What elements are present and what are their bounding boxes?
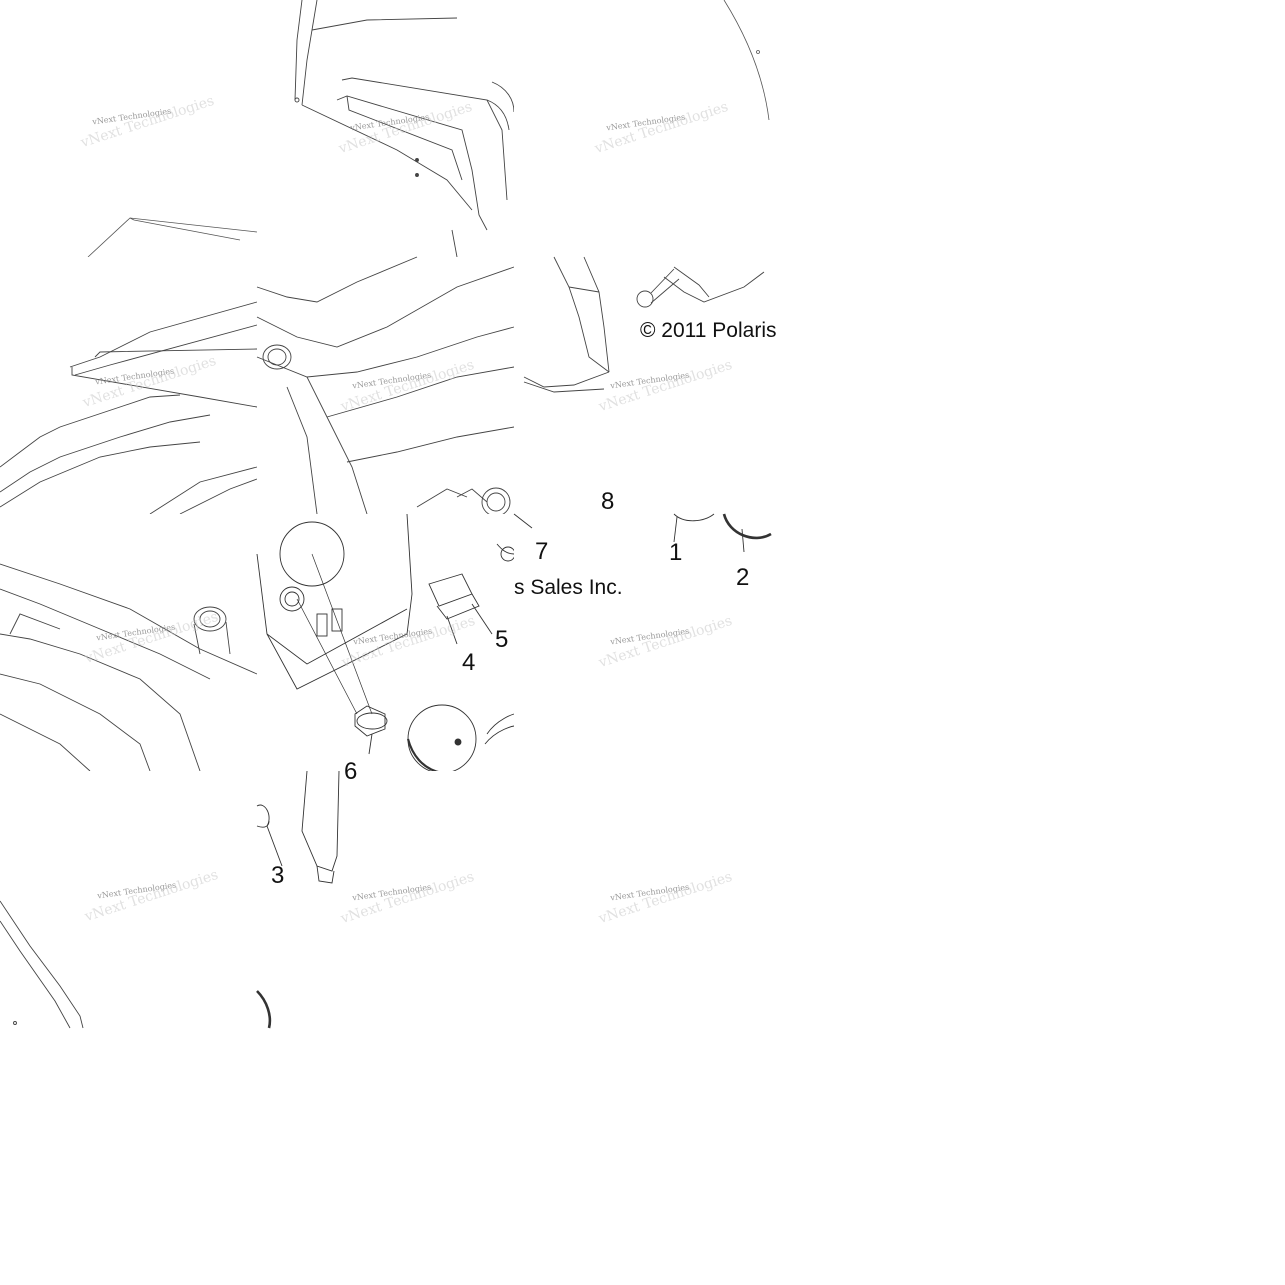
dash-left-drawing	[0, 301, 258, 515]
tile-r0c0	[0, 0, 258, 258]
panel-corner-drawing	[0, 900, 84, 1029]
tile-r1c1	[256, 256, 515, 517]
tile-r0c0-drawing	[87, 217, 258, 258]
callout-4: 4	[462, 649, 476, 676]
copyright-text: © 2011 Polaris	[640, 319, 777, 342]
dash-lower-left-drawing	[0, 563, 258, 772]
fender-side-drawing	[523, 256, 765, 393]
tile-r1c0	[0, 257, 258, 515]
tile-r3c0	[0, 771, 257, 1029]
tile-r1c2	[514, 256, 771, 514]
tile-r0c2	[514, 0, 771, 257]
callout-1: 1	[669, 539, 683, 566]
gauge-parts-drawing	[256, 513, 516, 775]
tile-r3c1	[256, 770, 514, 1029]
hood-panel-drawing	[294, 0, 515, 258]
callout-2: 2	[736, 564, 750, 591]
tile-r2c2	[513, 513, 772, 771]
callout-8: 8	[601, 488, 615, 515]
gauge-ring-drawing	[513, 513, 772, 553]
bracket-drawing	[256, 770, 340, 1029]
callout-7: 7	[535, 538, 549, 565]
tile-r0c1	[257, 0, 515, 258]
fender-edge-drawing	[723, 0, 770, 121]
tile-r2c1	[256, 513, 516, 775]
dash-center-drawing	[256, 256, 515, 517]
callout-6: 6	[344, 760, 357, 784]
copyright-text-continued: s Sales Inc.	[514, 576, 623, 599]
callout-3: 3	[271, 862, 285, 889]
tile-r2c0	[0, 514, 258, 772]
callout-5: 5	[495, 626, 509, 653]
